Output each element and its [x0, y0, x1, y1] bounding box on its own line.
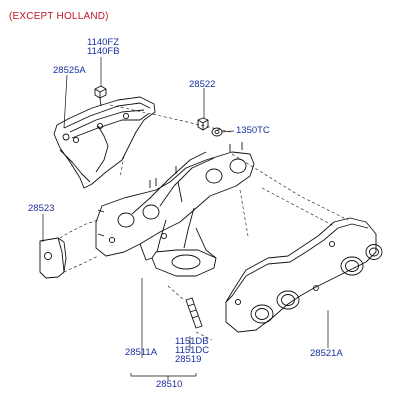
part-label-28525a: 28525A	[53, 65, 86, 76]
part-label-1151dc: 1151DC	[175, 345, 210, 356]
part-label-28521a: 28521A	[310, 348, 343, 359]
part-label-28510: 28510	[156, 379, 183, 390]
heat-protector-shape	[53, 96, 156, 189]
washer-shape	[211, 127, 223, 137]
part-label-1140fb: 1140FB	[87, 46, 120, 57]
bracket-shape	[39, 237, 67, 279]
part-label-1140fz: 1140FZ	[87, 37, 120, 48]
exhaust-manifold-shape	[95, 142, 255, 277]
nut-shape	[197, 117, 209, 131]
part-label-28511a: 28511A	[125, 347, 158, 358]
part-label-28522: 28522	[189, 79, 216, 90]
part-label-1350tc: 1350TC	[236, 125, 270, 136]
stud-shape	[185, 297, 203, 329]
part-label-1151db: 1151DB	[175, 336, 209, 347]
diagram-title: (EXCEPT HOLLAND)	[9, 11, 109, 22]
bolt-shape	[94, 85, 107, 107]
part-label-28523: 28523	[28, 203, 55, 214]
part-label-28519: 28519	[175, 354, 202, 365]
gasket-shape	[225, 217, 383, 333]
leader-lines	[42, 57, 329, 380]
alignment-lines	[59, 104, 349, 341]
